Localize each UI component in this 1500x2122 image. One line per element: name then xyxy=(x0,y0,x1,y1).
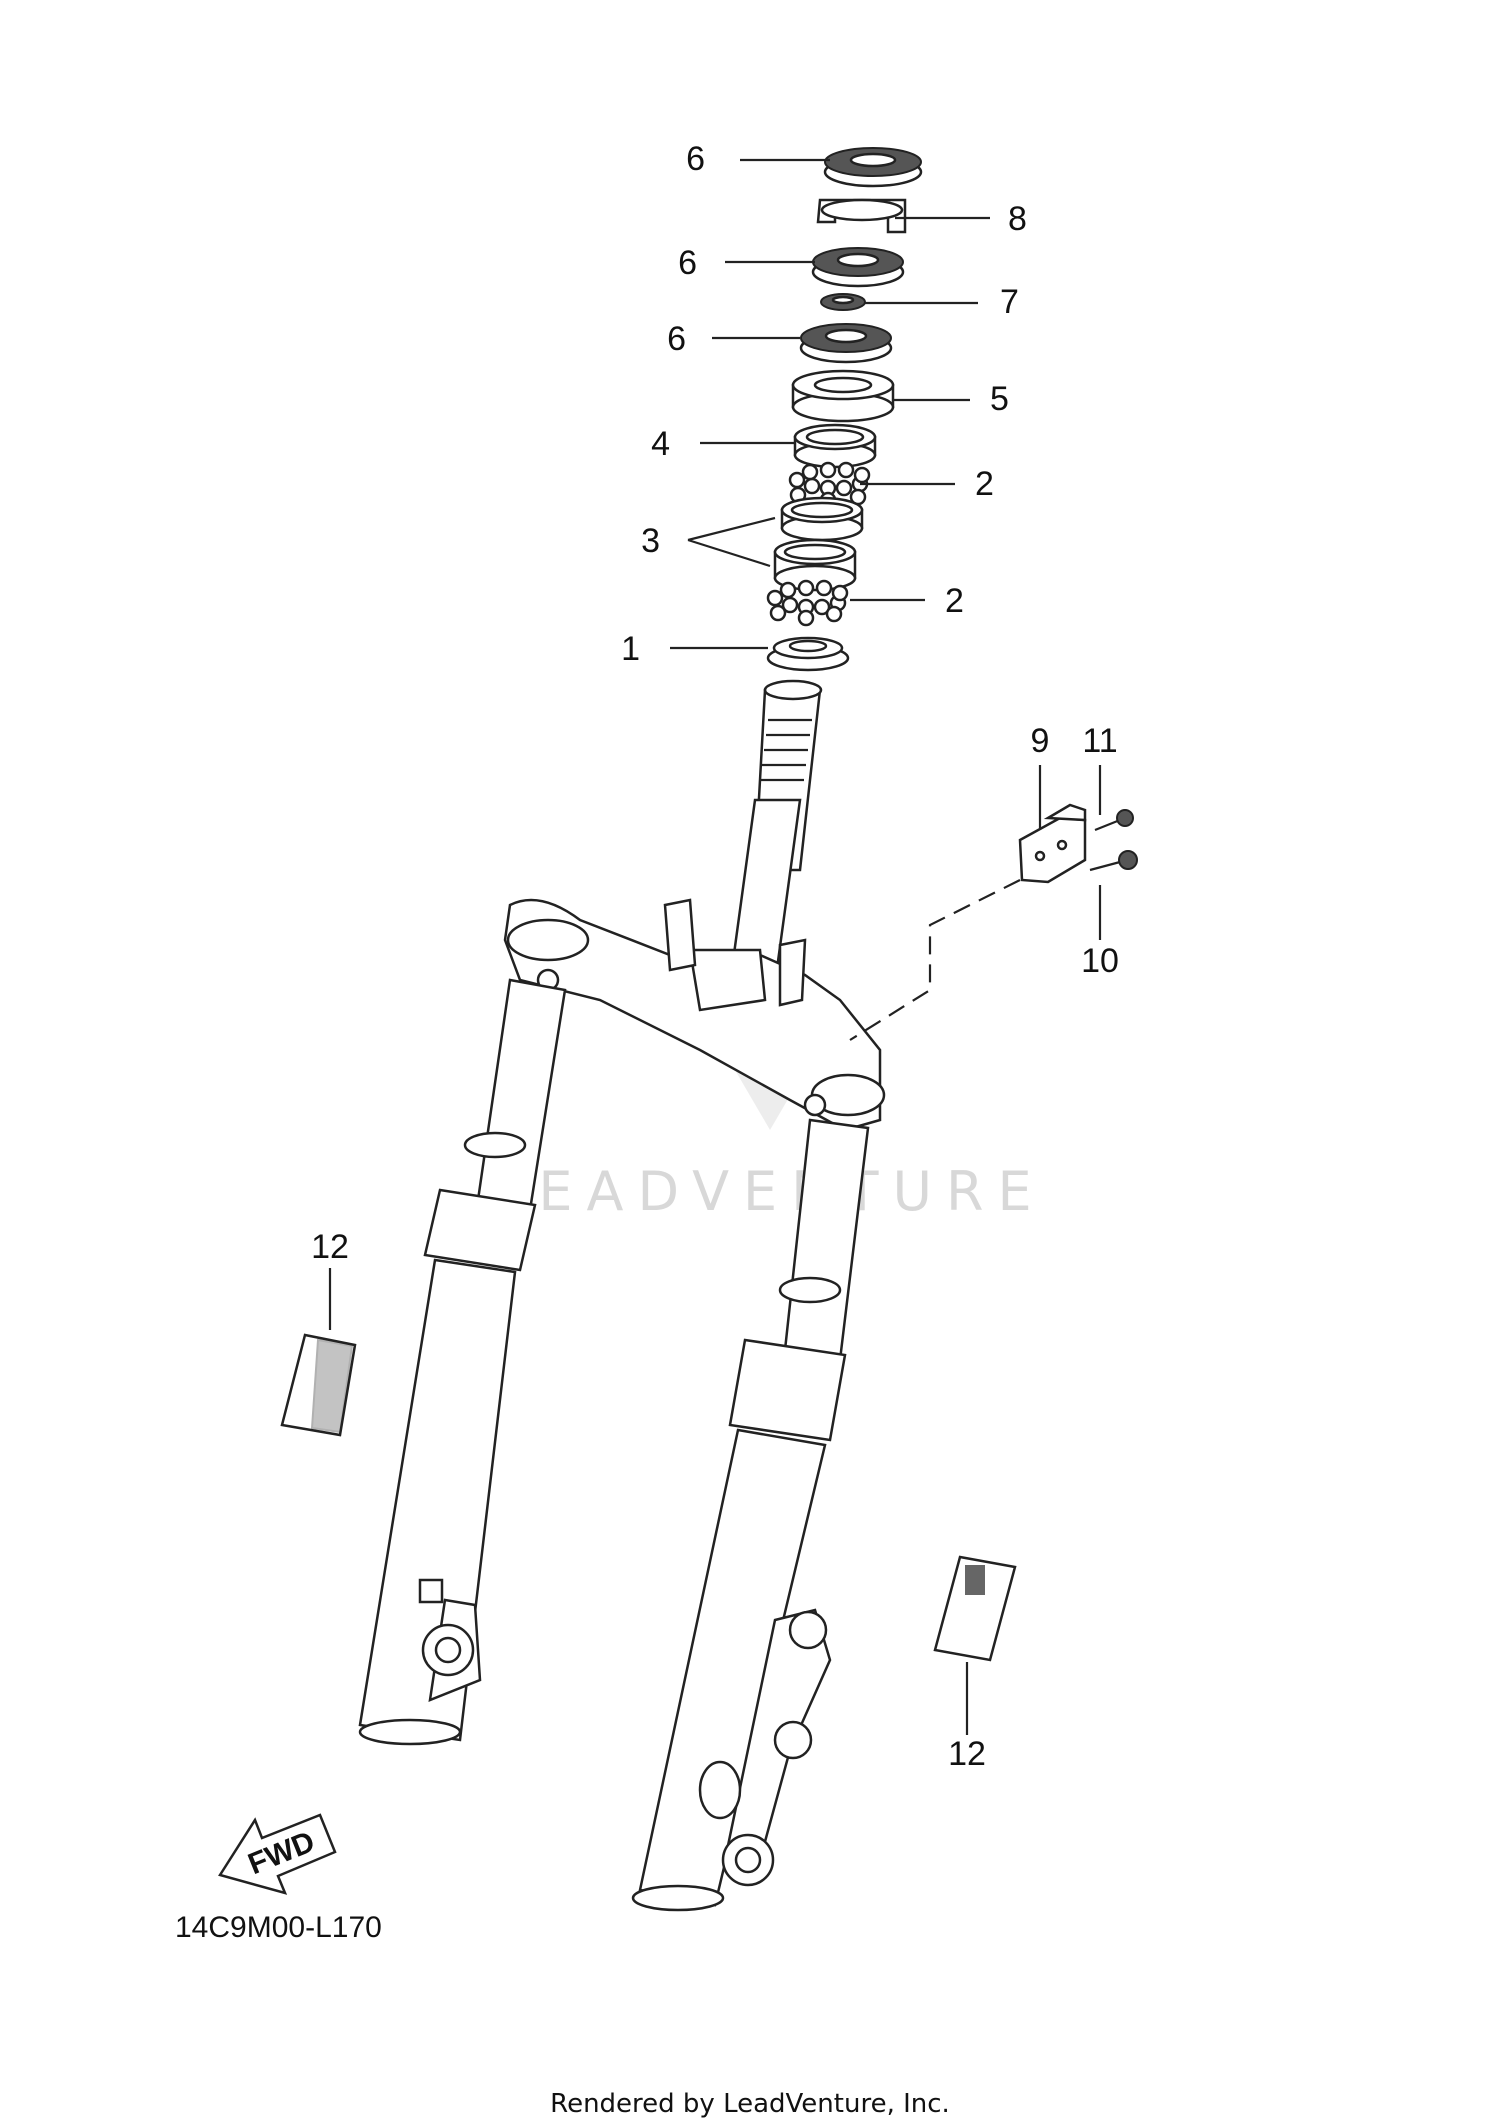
callout-number: 5 xyxy=(990,380,1009,418)
callout-number: 8 xyxy=(1008,200,1027,238)
ring-nut-top xyxy=(823,147,923,188)
callout-3: 3 xyxy=(641,516,776,568)
bearing-stack xyxy=(766,147,923,672)
callout-number: 4 xyxy=(651,425,670,463)
svg-text:3: 3 xyxy=(641,522,660,560)
callout-number: 6 xyxy=(667,320,686,358)
fork-leg-right xyxy=(631,1118,870,1912)
footer-credit: Rendered by LeadVenture, Inc. xyxy=(550,2089,950,2119)
callout-number: 7 xyxy=(1000,283,1019,321)
callout-labels: 6 8 6 7 6 5 4 2 2 1 9 11 10 12 12 xyxy=(311,140,1119,1773)
washer xyxy=(820,293,866,311)
part-code: 14C9M00-L170 xyxy=(175,1911,382,1944)
watermark-text: LEADVENTURE xyxy=(494,1160,1045,1223)
callout-number: 2 xyxy=(945,582,964,620)
callout-number: 9 xyxy=(1031,722,1050,760)
bracket-assembly xyxy=(849,803,1138,1041)
lower-seal xyxy=(766,636,850,672)
label-left xyxy=(280,1333,357,1437)
ring-nut-lower xyxy=(799,323,893,364)
fwd-arrow: FWD xyxy=(218,1813,337,1895)
ring-nut-middle xyxy=(811,247,905,288)
callout-number: 2 xyxy=(975,465,994,503)
ball-bearings-lower xyxy=(766,579,849,627)
screw-10 xyxy=(1089,850,1138,872)
callout-number: 1 xyxy=(621,630,640,668)
screw-11 xyxy=(1094,809,1134,832)
dust-seal xyxy=(791,369,895,423)
label-right xyxy=(933,1555,1017,1662)
upper-race xyxy=(793,423,877,469)
race-middle xyxy=(780,496,864,542)
callout-number: 6 xyxy=(678,244,697,282)
callout-number: 12 xyxy=(311,1228,349,1266)
callout-number: 12 xyxy=(948,1735,986,1773)
lower-bracket xyxy=(503,898,886,1132)
callout-number: 6 xyxy=(686,140,705,178)
callout-number: 11 xyxy=(1082,722,1117,760)
steering-stem xyxy=(723,679,823,1022)
fork-leg-left xyxy=(358,978,567,1746)
ball-bearings-upper xyxy=(788,461,871,509)
lock-washer xyxy=(816,198,907,234)
callout-number: 10 xyxy=(1081,942,1119,980)
race-lower xyxy=(773,538,857,592)
